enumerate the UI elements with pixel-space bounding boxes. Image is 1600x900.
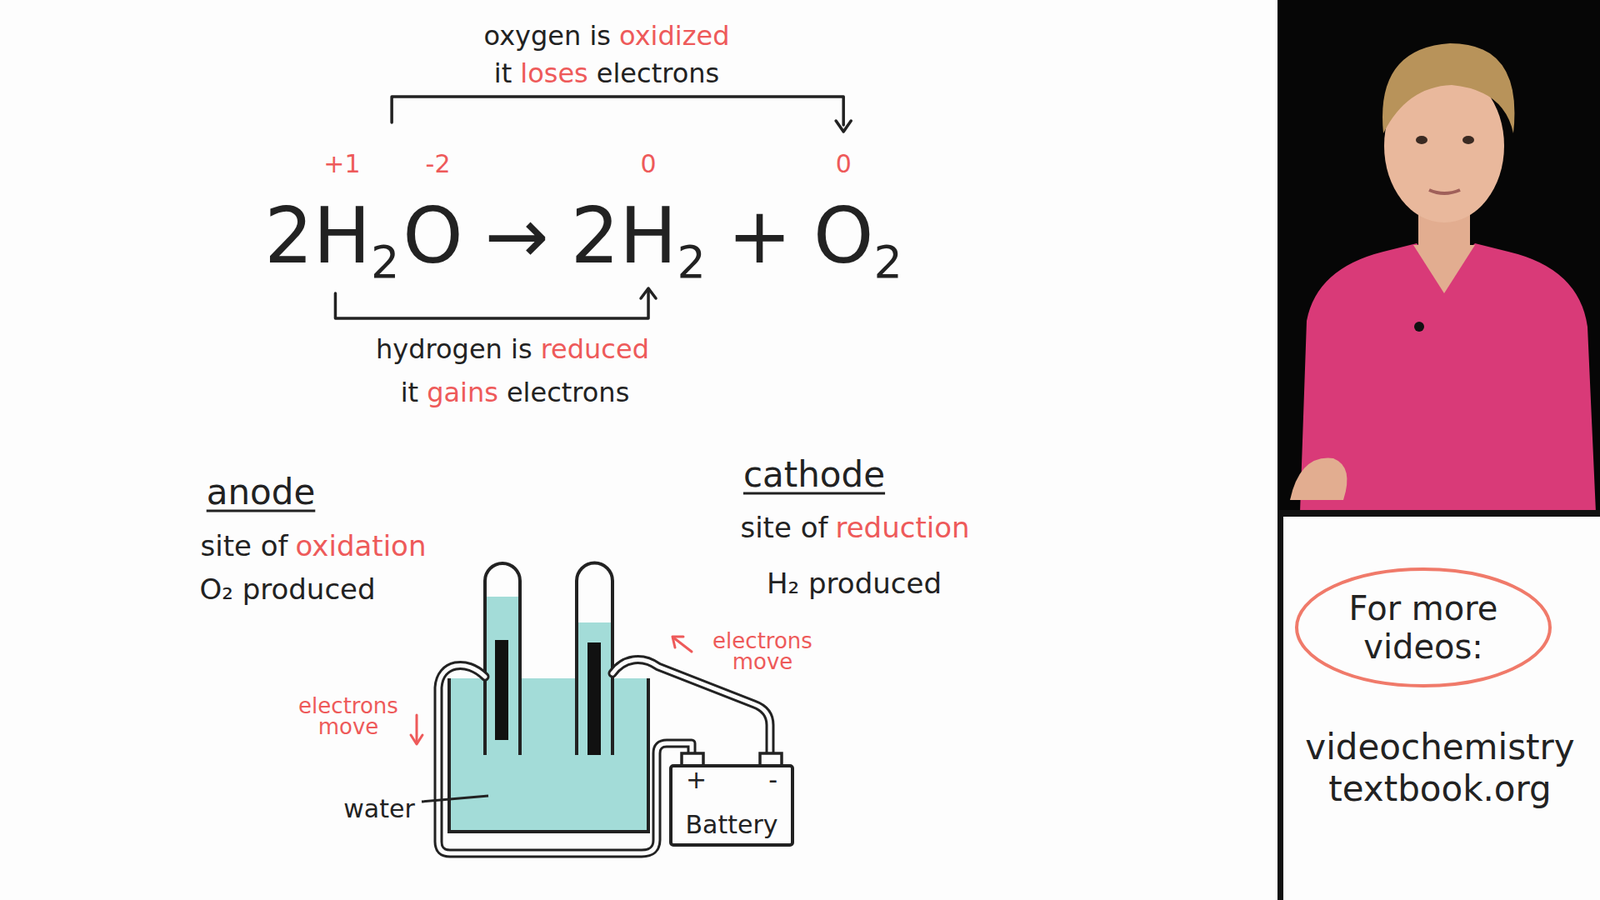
text-line: cathode (743, 454, 885, 495)
part-label: water (343, 794, 415, 824)
test-tube (576, 563, 613, 756)
text-line: anode (206, 471, 316, 513)
equation-term: O (402, 198, 463, 275)
text-line: oxygen isoxidized (484, 20, 730, 52)
annotation-text: electrons (506, 376, 630, 409)
text-line: O₂ produced (199, 572, 375, 606)
node-text: - (768, 767, 778, 793)
terminal-signs: +- (682, 767, 781, 793)
oxidation-bracket (391, 96, 844, 125)
wire-inner (438, 665, 692, 854)
node-text: + (685, 767, 707, 793)
text-line: H₂ produced (766, 566, 942, 600)
electrode-heading: anode (206, 471, 316, 513)
oxidation-number: -2 (425, 149, 451, 179)
panel-divider (1277, 510, 1284, 900)
panel-divider (1277, 510, 1600, 517)
test-tube (485, 563, 520, 755)
equation-term: 2 (370, 240, 400, 285)
text-line: hydrogen isreduced (375, 333, 650, 365)
annotation-text: hydrogen is (375, 333, 533, 365)
equation-term: + (727, 198, 792, 275)
presenter-hand (1290, 458, 1347, 500)
text-line: itgainselectrons (400, 376, 630, 409)
wire-inner (612, 660, 770, 754)
tube-water (576, 622, 613, 755)
reduction-bracket (335, 290, 649, 319)
annotation-text: reduction (835, 510, 970, 545)
annotation-text: oxidized (619, 20, 730, 52)
annotation-text: reduced (540, 333, 650, 365)
annotation-text: electrons (596, 57, 720, 90)
equation-term: 2 (677, 240, 706, 285)
text-line: 2H2O→2H2+O2 (264, 198, 903, 275)
annotation-text: site of (740, 510, 828, 545)
microphone (1414, 321, 1425, 332)
annotation-text: O₂ produced (199, 572, 375, 606)
electron-arrow (673, 637, 692, 652)
oxidation-number: 0 (640, 149, 656, 179)
presenter-eye (1462, 135, 1475, 145)
equation-term: O (813, 198, 874, 275)
presenter-eye (1415, 135, 1428, 145)
electrode-heading: cathode (743, 454, 885, 495)
annotation-text: oxygen is (484, 20, 611, 52)
equation-term: → (485, 198, 550, 275)
presenter-hair (1382, 43, 1515, 134)
presenter-mouth (1429, 190, 1460, 194)
annotation-text: it (494, 57, 512, 90)
annotation-text: site of (200, 529, 289, 563)
tube-water (485, 596, 520, 755)
ellipse-callout: For more videos: (1294, 566, 1553, 689)
wire (612, 660, 770, 754)
wire (438, 665, 692, 854)
text-line: site ofoxidation (200, 529, 427, 563)
battery-box: +-Battery (669, 764, 795, 847)
text-line: site ofreduction (740, 510, 970, 545)
equation-term: 2H (264, 198, 371, 275)
electron-arrowhead (672, 636, 684, 648)
electron-note: electrons move (298, 695, 399, 737)
node-text: For more videos: (1327, 589, 1520, 666)
electrode (587, 642, 601, 755)
text-line: itloseselectrons (494, 57, 720, 90)
video-panel (1277, 0, 1600, 515)
oxidation-number: 0 (835, 149, 852, 179)
equation-term: 2H (570, 198, 678, 275)
annotation-text: oxidation (295, 529, 427, 563)
presenter-neckline (1413, 245, 1475, 294)
annotation-text: H₂ produced (766, 566, 942, 600)
electron-arrowhead (410, 735, 423, 745)
equation-term: 2 (873, 240, 902, 285)
annotation-text: gains (426, 376, 499, 409)
electron-arrow (415, 715, 419, 744)
website-text: videochemistry textbook.org (1285, 726, 1595, 811)
bracket-arrowhead (640, 288, 656, 299)
electrode (495, 640, 509, 740)
bracket-arrowhead (835, 120, 851, 132)
container (449, 678, 649, 832)
leader-line (421, 795, 489, 802)
oxidation-number: +1 (323, 149, 360, 179)
node-text: Battery (682, 810, 781, 839)
annotation-text: it (400, 376, 419, 409)
annotation-text: loses (520, 57, 589, 90)
water-fill (449, 678, 649, 832)
electron-note: electrons move (712, 630, 813, 672)
